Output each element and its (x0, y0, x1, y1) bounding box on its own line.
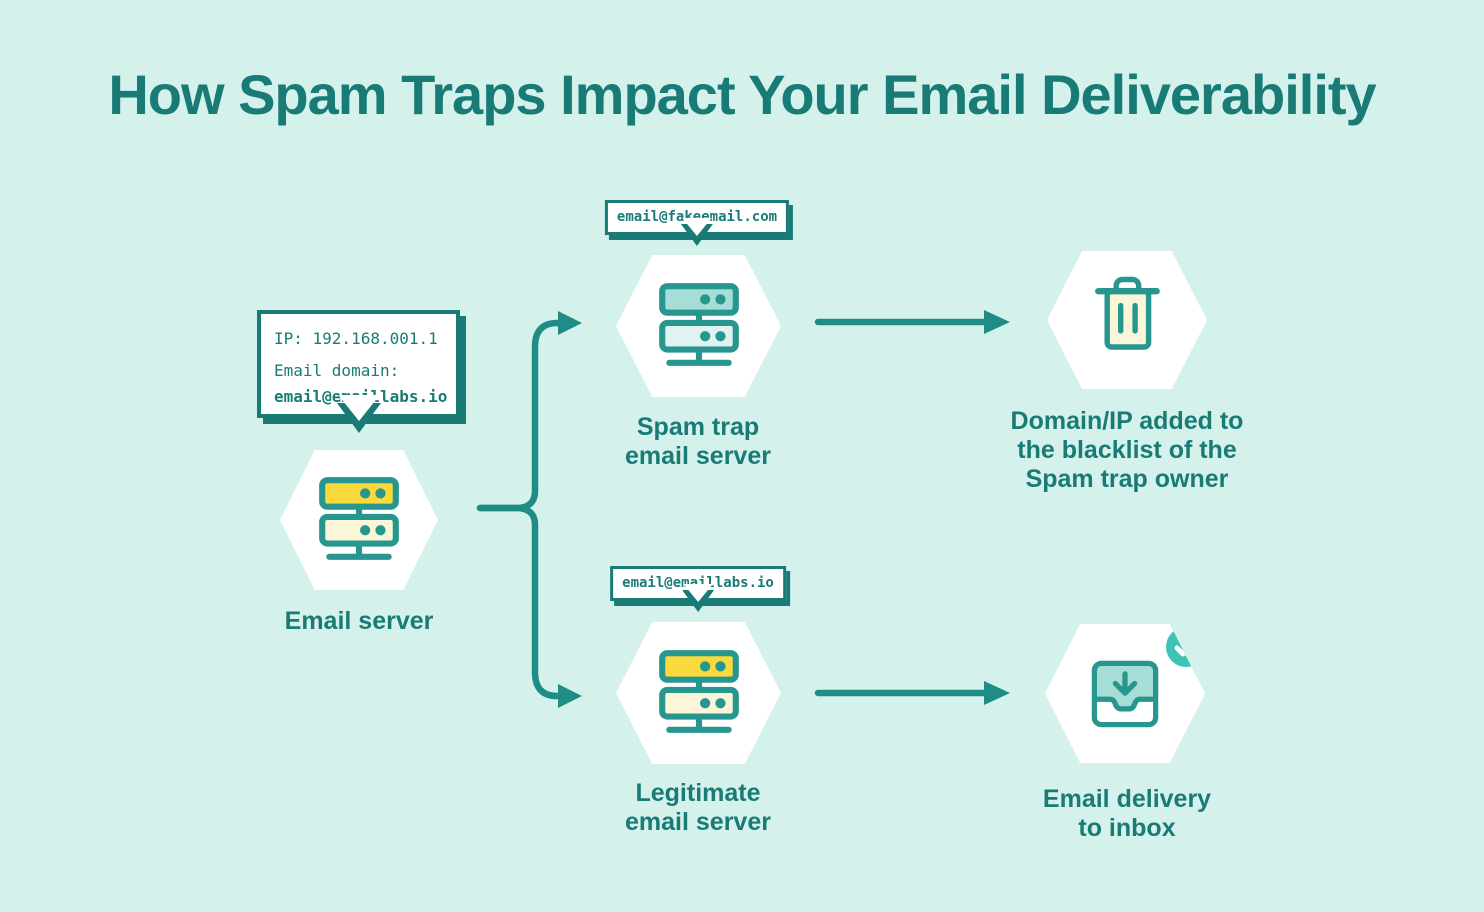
server-icon (319, 477, 399, 560)
server-icon (658, 650, 739, 733)
callout-ip: IP: 192.168.001.1 (274, 329, 438, 348)
spam-trap-label: Spam trap email server (625, 413, 771, 470)
spam-trap-address: email@fakeemail.com (616, 209, 778, 225)
inbox-icon (1091, 660, 1159, 727)
blacklist-label: Domain/IP added to the blacklist of the … (1010, 407, 1244, 493)
legitimate-address-tag: email@emaillabs.io (610, 566, 786, 612)
legitimate-label: Legitimate email server (625, 779, 771, 836)
server-icon (658, 283, 739, 366)
branch-arrow-bottom (476, 504, 564, 700)
branch-arrow-top (476, 319, 564, 512)
spam-trap-address-tag: email@fakeemail.com (604, 200, 790, 246)
legitimate-address: email@emaillabs.io (622, 575, 774, 591)
inbox-label: Email delivery to inbox (1042, 785, 1212, 842)
inbox-hexagon (1045, 624, 1205, 763)
arrowhead (984, 681, 1010, 705)
arrowhead (558, 684, 582, 708)
callout-domain-label: Email domain: (274, 361, 400, 380)
check-badge-icon (1166, 627, 1205, 667)
email-server-hexagon (280, 450, 438, 590)
callout-domain-value: email@emaillabs.io (274, 387, 448, 406)
legitimate-server-hexagon (616, 622, 781, 764)
page-title: How Spam Traps Impact Your Email Deliver… (108, 63, 1376, 126)
email-server-label: Email server (284, 607, 434, 635)
spam-trap-server-hexagon (616, 255, 781, 397)
arrowhead (984, 310, 1010, 334)
trash-icon (1095, 276, 1160, 350)
email-server-callout: IP: 192.168.001.1 Email domain: email@em… (257, 310, 460, 433)
arrowhead (558, 311, 582, 335)
blacklist-hexagon (1047, 251, 1207, 389)
